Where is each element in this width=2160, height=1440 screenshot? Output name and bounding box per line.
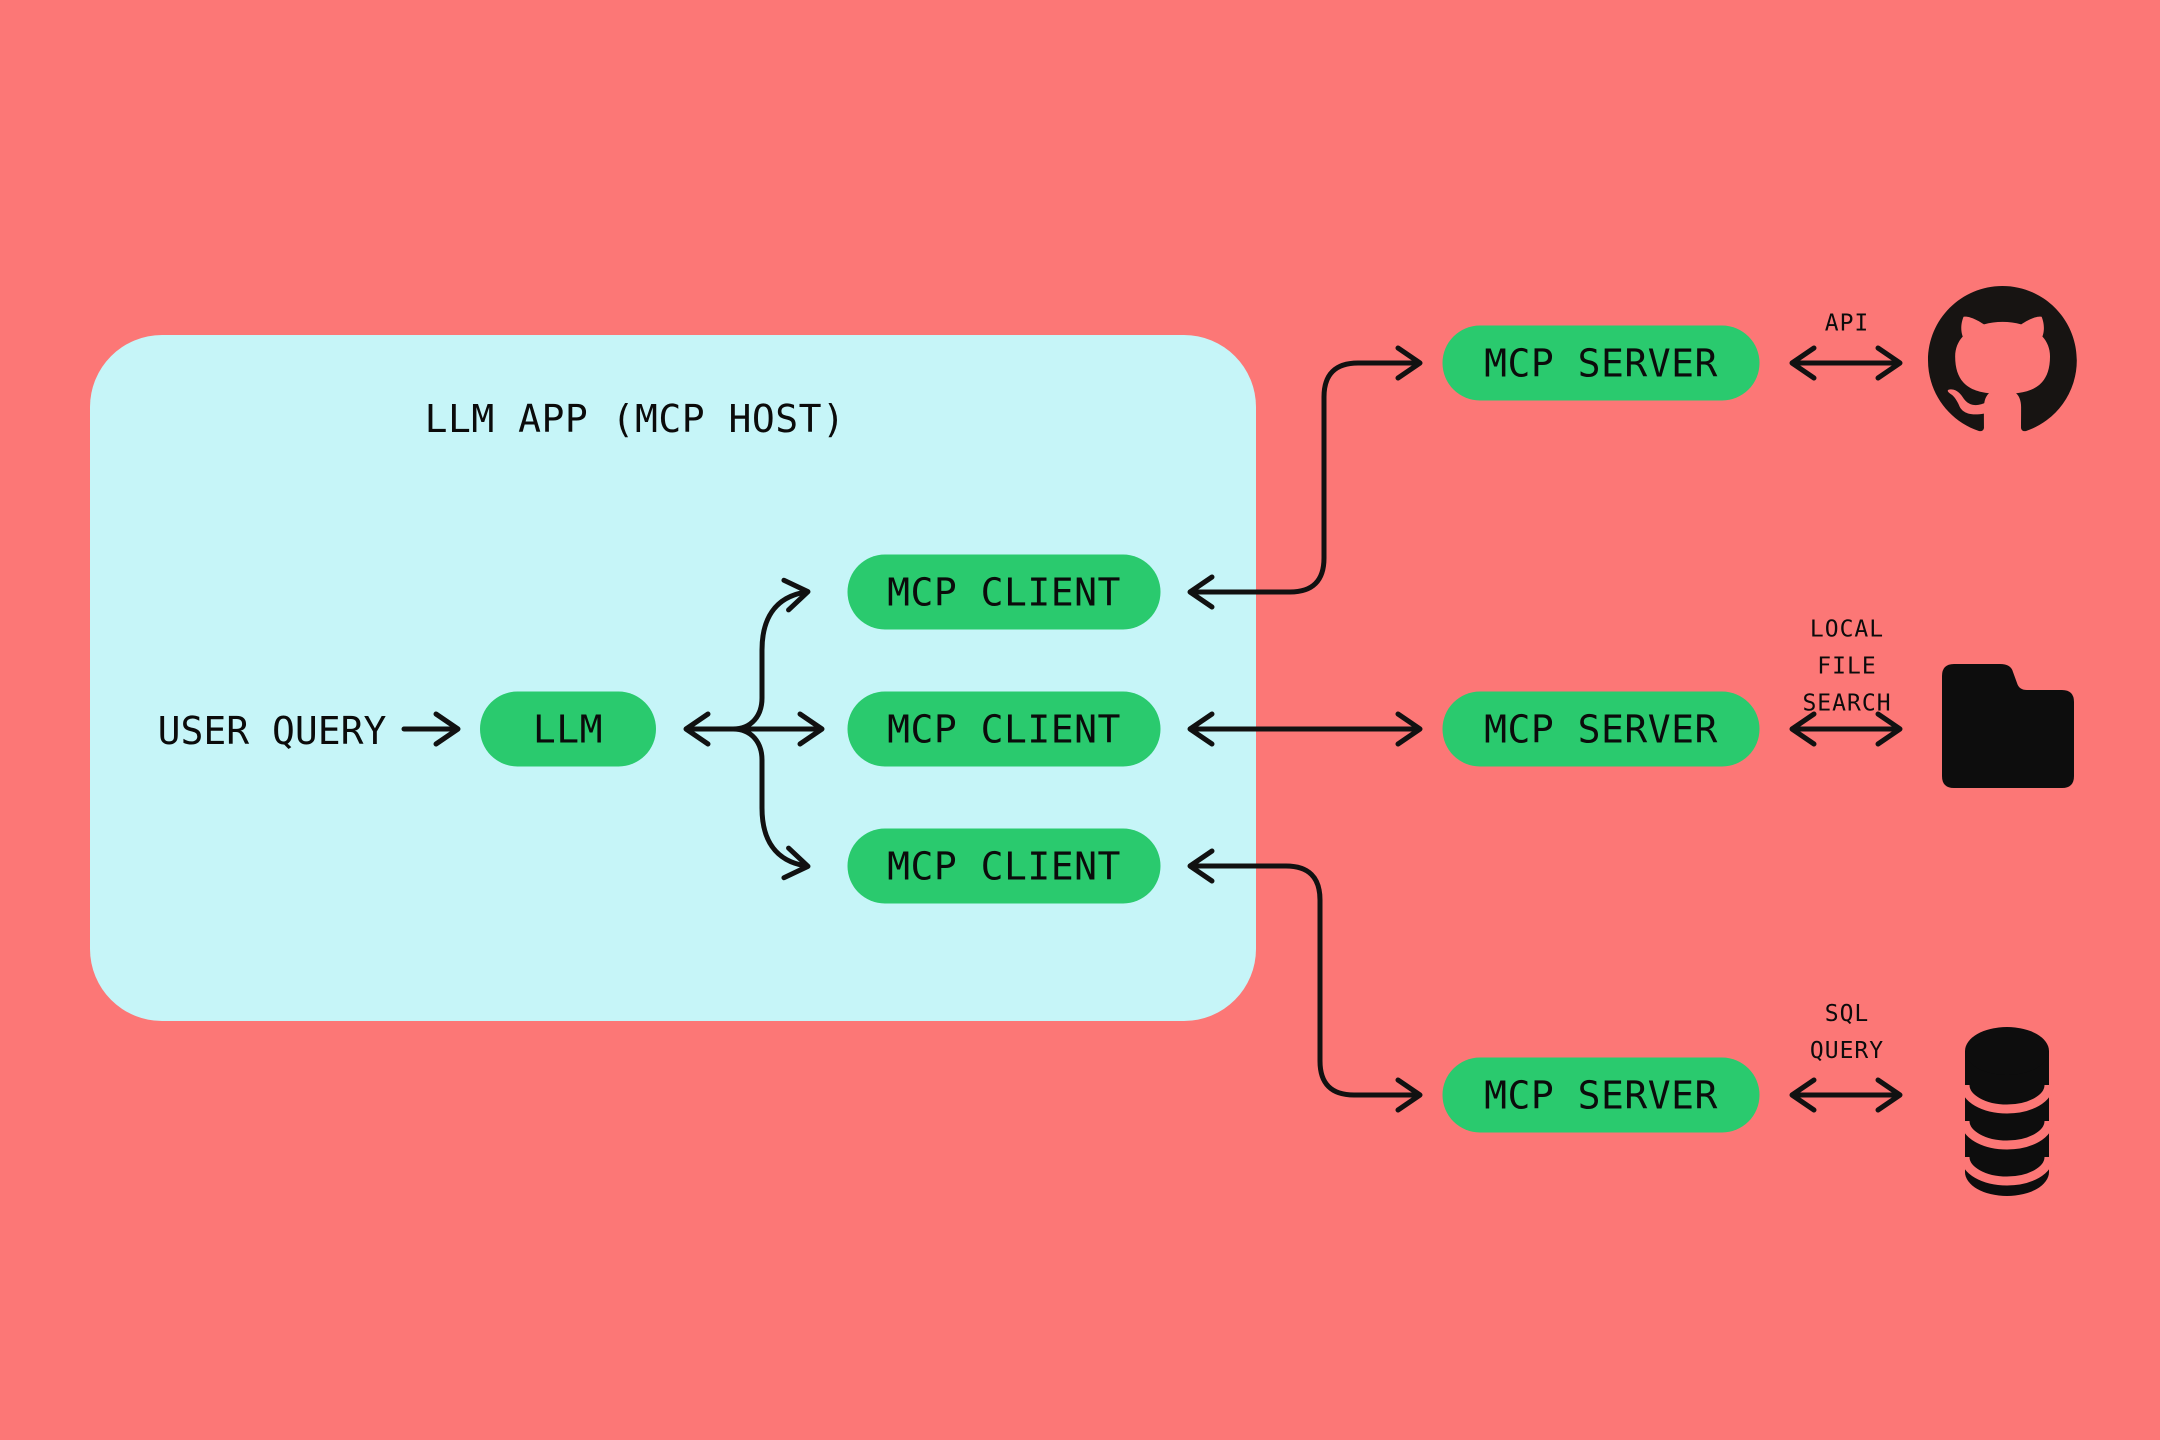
user-query-label: USER QUERY [157, 709, 387, 753]
mcp-client-node-3: MCP CLIENT [847, 828, 1161, 904]
mcp-server-node-3: MCP SERVER [1442, 1057, 1760, 1133]
folder-icon [1942, 664, 2074, 788]
api-connection-label: API [1824, 310, 1870, 337]
mcp-client-node-2: MCP CLIENT [847, 691, 1161, 767]
llm-app-host-box [90, 335, 1256, 1021]
local-file-search-connection-label: LOCAL FILE SEARCH [1802, 616, 1892, 717]
database-icon [1960, 1027, 2054, 1196]
mcp-client-node-1: MCP CLIENT [847, 554, 1161, 630]
github-icon [1928, 286, 2077, 432]
host-box-title: LLM APP (MCP HOST) [424, 397, 846, 441]
mcp-server-node-1: MCP SERVER [1442, 325, 1760, 401]
mcp-server-node-2: MCP SERVER [1442, 691, 1760, 767]
llm-node: LLM [480, 691, 656, 767]
sql-query-connection-label: SQL QUERY [1809, 1001, 1885, 1064]
